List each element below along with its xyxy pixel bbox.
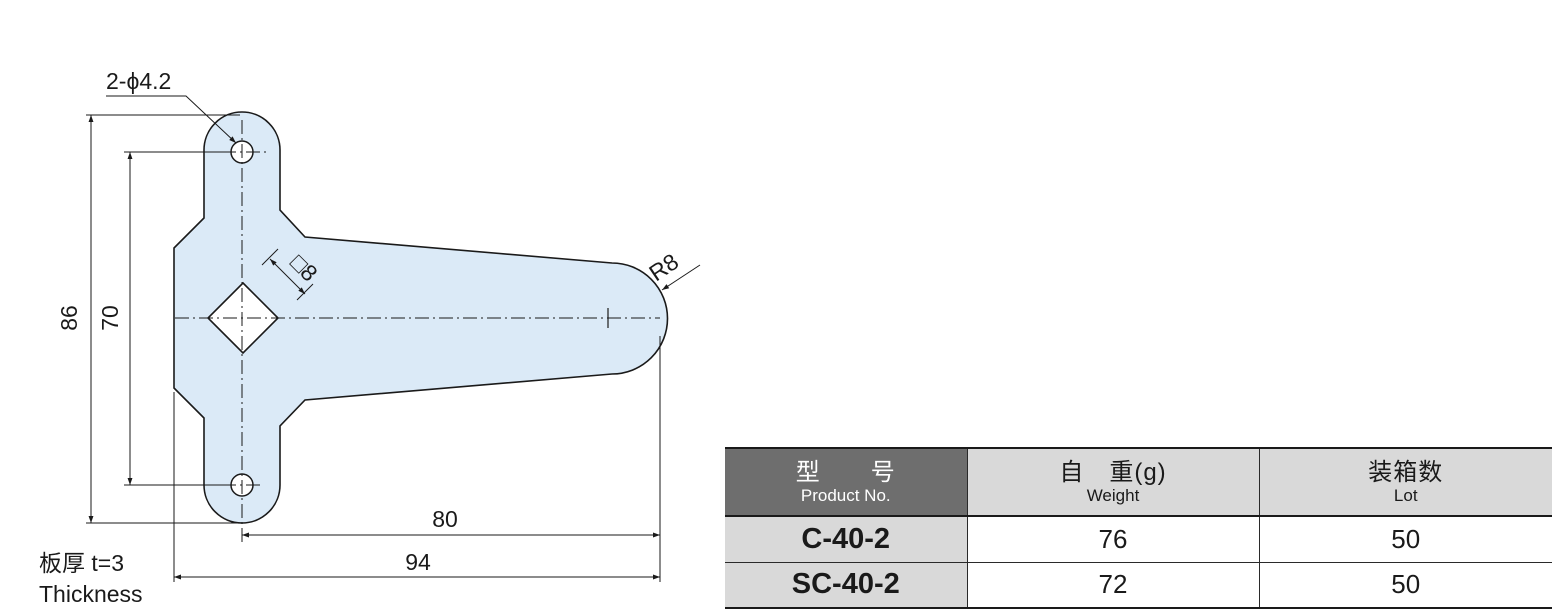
- cell-weight: 72: [966, 562, 1260, 609]
- table-row: SC-40-2 72 50: [725, 562, 1552, 609]
- cell-lot: 50: [1258, 516, 1552, 563]
- dimension-lines: [88, 115, 660, 580]
- header-weight: 自 重(g) Weight: [966, 447, 1260, 517]
- header-sub: Weight: [1086, 485, 1140, 505]
- thickness-note-en: Thickness: [39, 581, 143, 607]
- table-header-row: 型 号 Product No. 自 重(g) Weight 装箱数 Lot: [725, 447, 1552, 517]
- header-sub: Lot: [1393, 485, 1418, 505]
- hole-callout: 2-ϕ4.2: [106, 68, 171, 94]
- header-sub: Product No.: [800, 485, 891, 505]
- cell-model: SC-40-2: [725, 562, 968, 609]
- header-main: 装箱数: [1368, 458, 1444, 486]
- dim-hole-to-end: 80: [432, 506, 458, 532]
- dim-overall-width: 94: [405, 549, 431, 575]
- header-lot: 装箱数 Lot: [1258, 447, 1552, 517]
- leader-lines: [106, 95, 701, 291]
- header-product-no: 型 号 Product No.: [725, 447, 968, 517]
- header-main: 自 重(g): [1059, 458, 1167, 486]
- cell-weight: 76: [966, 516, 1260, 563]
- thickness-note-jp: 板厚 t=3: [39, 550, 125, 576]
- spec-table: 型 号 Product No. 自 重(g) Weight 装箱数 Lot C-…: [725, 447, 1552, 609]
- extension-lines: [86, 114, 661, 582]
- cell-lot: 50: [1258, 562, 1552, 609]
- dim-overall-height: 86: [56, 305, 82, 331]
- table-row: C-40-2 76 50: [725, 516, 1552, 563]
- technical-drawing: 2-ϕ4.2 □8 R8 86 70 80 94: [56, 68, 701, 582]
- dim-hole-pitch: 70: [97, 305, 123, 331]
- cell-model: C-40-2: [725, 516, 968, 563]
- header-main: 型 号: [795, 458, 896, 486]
